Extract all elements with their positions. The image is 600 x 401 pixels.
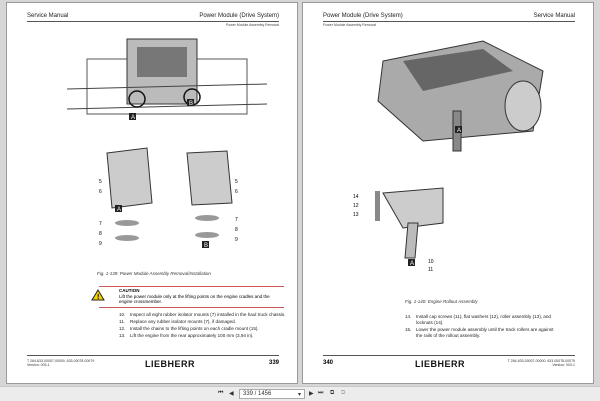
caution-title: CAUTION: [119, 288, 140, 293]
list-item: 12. Install the chains to the lifting poi…: [119, 326, 289, 332]
page-number: 339: [268, 360, 279, 366]
mount-detail-illustration: A B 5 6 7 8 9 5 6 7 8 9: [99, 147, 238, 249]
page-header: Power Module (Drive System) Service Manua…: [323, 13, 575, 22]
version: Version: 003-1: [27, 363, 50, 367]
page-footer: 340 LIEBHERR T 264-633-00007-00000, 633-…: [323, 355, 575, 369]
svg-text:8: 8: [99, 231, 102, 237]
doc-id: T 264-633-00007-00000, 633-00078-00079: [27, 359, 95, 363]
warning-icon: !: [91, 289, 105, 301]
figure-caption: Fig. 1-139: Power Module Assembly Remova…: [97, 271, 211, 276]
step-number: 11.: [119, 319, 126, 324]
version: Version: 003-1: [552, 363, 575, 367]
doc-id: T 264-633-00007-00000, 633-00078-00079: [507, 359, 575, 363]
svg-text:11: 11: [428, 267, 433, 273]
svg-text:B: B: [204, 243, 208, 249]
page-selector[interactable]: 339 / 1456 ▾: [239, 389, 305, 399]
right-page: Power Module (Drive System) Service Manua…: [302, 2, 594, 384]
header-right: Service Manual: [533, 13, 575, 19]
first-page-icon[interactable]: ⏮: [218, 390, 224, 396]
figure-caption: Fig. 1-140: Engine Rollout Assembly: [405, 299, 478, 304]
svg-text:7: 7: [235, 217, 238, 223]
svg-text:13: 13: [353, 212, 359, 218]
svg-text:5: 5: [235, 179, 238, 185]
step-number: 12.: [119, 326, 126, 331]
pdf-toolbar: ⏮ ◀ 339 / 1456 ▾ ▶ ⏭ ⧉ ⧉: [0, 386, 600, 401]
list-item: 11. Replace any rubber isolator mounts (7…: [119, 319, 289, 325]
page-header: Service Manual Power Module (Drive System…: [27, 13, 279, 22]
page-number: 340: [323, 360, 334, 366]
next-page-icon[interactable]: ▶: [309, 391, 314, 397]
svg-text:!: !: [97, 294, 99, 301]
chevron-down-icon: ▾: [297, 392, 301, 398]
step-text: Install the chains to the lifting points…: [130, 326, 259, 331]
steps-list: 10. Inspect all eight rubber isolator mou…: [119, 312, 289, 340]
steps-list: 14. Install cap screws (11), flat washers…: [405, 314, 555, 340]
svg-text:A: A: [410, 261, 414, 267]
caution-box: ! CAUTION Lift the power module only at …: [91, 286, 284, 308]
liebherr-logo: LIEBHERR: [415, 359, 466, 369]
power-module-illustration: A B: [67, 38, 267, 121]
previous-page-icon[interactable]: ◀: [229, 391, 234, 397]
svg-text:12: 12: [353, 203, 359, 209]
step-number: 14.: [405, 314, 412, 319]
step-number: 10.: [119, 312, 126, 317]
step-text: Inspect all eight rubber isolator mounts…: [130, 312, 286, 317]
list-item: 13. Lift the engine from the rear approxi…: [119, 333, 289, 339]
list-item: 15. Lower the power module assembly until…: [405, 327, 555, 339]
step-number: 15.: [405, 327, 412, 332]
caution-text: Lift the power module only at the liftin…: [119, 293, 270, 305]
step-text: Lift the engine from the rear approximat…: [130, 333, 254, 338]
subheader: Power Module Assembly Removal: [323, 23, 377, 27]
left-page: Service Manual Power Module (Drive System…: [6, 2, 298, 384]
svg-text:14: 14: [353, 194, 359, 200]
header-right: Power Module (Drive System): [199, 13, 279, 19]
subheader: Power Module Assembly Removal: [225, 23, 279, 27]
step-number: 13.: [119, 333, 126, 338]
svg-text:A: A: [131, 115, 135, 121]
page-value: 339 / 1456: [243, 391, 272, 397]
last-page-icon[interactable]: ⏭: [318, 390, 324, 396]
svg-text:8: 8: [235, 227, 238, 233]
svg-text:A: A: [457, 128, 461, 134]
svg-text:10: 10: [428, 259, 434, 265]
svg-text:5: 5: [99, 179, 102, 185]
svg-text:9: 9: [99, 241, 102, 247]
svg-text:6: 6: [235, 189, 238, 195]
header-left: Service Manual: [27, 13, 69, 19]
list-item: 10. Inspect all eight rubber isolator mou…: [119, 312, 289, 318]
svg-text:9: 9: [235, 237, 238, 243]
engine-illustration: A: [377, 40, 544, 152]
rollout-detail-illustration: 14 12 13 A 10 11: [353, 187, 444, 273]
header-left: Power Module (Drive System): [323, 13, 403, 19]
svg-text:6: 6: [99, 189, 102, 195]
list-item: 14. Install cap screws (11), flat washers…: [405, 314, 555, 326]
step-text: Install cap screws (11), flat washers (1…: [416, 314, 551, 325]
step-text: Replace any rubber isolator mounts (7), …: [130, 319, 236, 324]
svg-text:7: 7: [99, 221, 102, 227]
liebherr-logo: LIEBHERR: [145, 359, 196, 369]
step-text: Lower the power module assembly until th…: [416, 327, 554, 338]
copy-icon[interactable]: ⧉: [330, 390, 335, 396]
svg-text:B: B: [189, 101, 193, 107]
paste-icon[interactable]: ⧉: [341, 390, 346, 396]
svg-text:A: A: [117, 207, 121, 213]
